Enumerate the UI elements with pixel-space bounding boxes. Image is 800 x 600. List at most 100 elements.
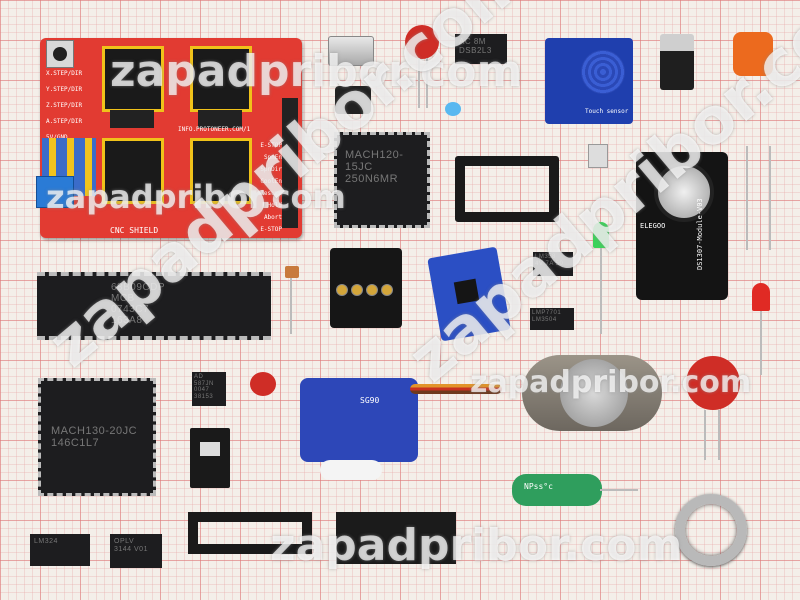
capacitor-lead [600,489,638,491]
chip-marking: LM324 [34,538,58,545]
thermal-switch [522,355,662,431]
io-label: Abort [263,214,282,221]
chip-marking: OPLV [114,538,135,545]
voltage-regulator [660,34,694,90]
crystal-oscillator [328,36,374,66]
soic-chip-bottom-left: LM324 [30,534,90,566]
ic-socket-bottom-left [188,512,312,554]
cnc-shield-board: X.STEP/DIR Y.STEP/DIR Z.STEP/DIR A.STEP/… [36,38,302,238]
inductor-coil [335,86,371,114]
plcc-chip-bottom: MACH130-20JC 146C1L7 [38,378,156,496]
soic-chip-mid: LM358 4V 7A 50 [533,252,573,276]
driver-socket-x [102,46,164,112]
axis-label: Y.STEP/DIR [46,86,83,93]
led-leads [760,311,762,375]
chip-marking: 68B09CDP [111,282,166,293]
chip-marking: AD [194,374,204,380]
small-ceramic-capacitor [285,266,299,278]
axis-label: A.STEP/DIR [46,118,83,125]
sensor-breakout-black [330,248,402,328]
driver-socket-y [190,46,252,112]
chip-marking: 38153 [194,393,214,400]
capacitor-label: NPss°c [524,482,553,491]
touch-sensor-module: Touch sensor [545,38,633,124]
cnc-url-label: INFO.PROTONEER.COM/1 [178,126,251,133]
rtc-label: DS1307-Module-V03 [696,198,704,270]
small-dip8-chip: AD 587JN 0047 38153 [192,372,226,406]
driver-socket-z [102,138,164,204]
rtc-module: ELEGOO DS1307-Module-V03 [636,152,728,300]
jumper-header [198,110,242,128]
io-label: SpnEn [263,154,282,161]
nonpolar-capacitor: NPss°c [512,474,602,506]
dip40-chip: 68B09CDP MCB 0743C7 163A8 [37,272,271,340]
io-label: Hold [267,202,282,209]
io-label: SpnDir [260,166,282,173]
servo-motor: SG90 [300,378,418,462]
pin-header-strip [336,512,456,564]
touch-label: Touch sensor [585,108,629,115]
chip-marking: 3144 V01 [114,545,148,553]
right-pin-header [282,98,298,228]
ic-socket-top [455,156,559,222]
plcc-chip-top: MACH120-15JC 250N6MR [334,132,430,228]
chip-marking: MCB [111,293,135,304]
chip-marking: 250N6MR [345,173,399,186]
rtc-brand: ELEGOO [640,222,666,230]
io-label: E-STOP [260,226,282,233]
green-led [593,222,609,248]
ceramic-capacitor-red [250,372,276,396]
axis-label: 5V/GND [46,134,96,141]
chip-marking: MACH130-20JC [51,425,138,437]
gyro-chip [453,278,480,305]
chip-marking: 4V 7A 50 [535,260,564,267]
jumper-header [110,110,154,128]
varistor-leads [704,410,706,460]
chip-marking: LM358 [535,254,556,260]
slide-switch [190,428,230,488]
orange-varistor [733,32,773,76]
red-led [752,283,770,311]
watermark-text: zapadpribor.com [270,520,683,571]
chip-marking: 587JN [194,380,214,387]
io-label: E-STOP [260,142,282,149]
io-label: Resume [260,190,282,197]
io-label: CoolEn [260,178,282,185]
axis-label: Z.STEP/DIR [46,102,83,109]
servo-horn [320,460,382,480]
driver-socket-a [190,138,252,204]
chip-marking: 163A8 [111,315,143,326]
varistor-red [686,356,740,410]
small-component [588,144,608,168]
axis-label: X.STEP/DIR [46,70,83,77]
cnc-shield-title: CNC SHIELD [110,226,159,235]
power-terminal [36,176,74,208]
chip-marking: MACH120-15JC [345,149,404,174]
chip-marking: LMP7701 [532,310,562,316]
servo-cable [410,384,502,394]
servo-label: SG90 [360,396,380,405]
chip-marking: DSB2L3 [459,45,492,55]
diode [769,146,771,250]
soic-chip-bottom-mid: OPLV 3144 V01 [110,534,162,568]
cnc-left-labels: X.STEP/DIR Y.STEP/DIR Z.STEP/DIR A.STEP/… [46,70,96,141]
touch-pad [581,50,625,94]
capacitor-leads [418,58,420,108]
ceramic-capacitor-red [405,25,439,59]
chip-marking: 146C1L7 [51,437,100,450]
thermal-cap [560,359,628,427]
gyro-module-blue [427,246,511,342]
soic-chip-top: AC 8M DSB2L3 [455,34,507,64]
led-leads [600,248,602,334]
diode [746,146,748,250]
coin-battery [654,162,714,222]
capacitor-leads [290,278,292,334]
reset-button [46,40,74,68]
chip-marking: 0743C7 [111,304,150,315]
small-blue-capacitor [445,102,461,116]
soic-chip-small: LMP7701 LM3504 [530,308,574,330]
cnc-right-labels: E-STOP SpnEn SpnDir CoolEn Resume Hold A… [230,142,282,233]
chip-marking: LM3504 [532,316,557,323]
chip-marking: 0047 [194,387,210,394]
varistor-leads [718,410,720,460]
